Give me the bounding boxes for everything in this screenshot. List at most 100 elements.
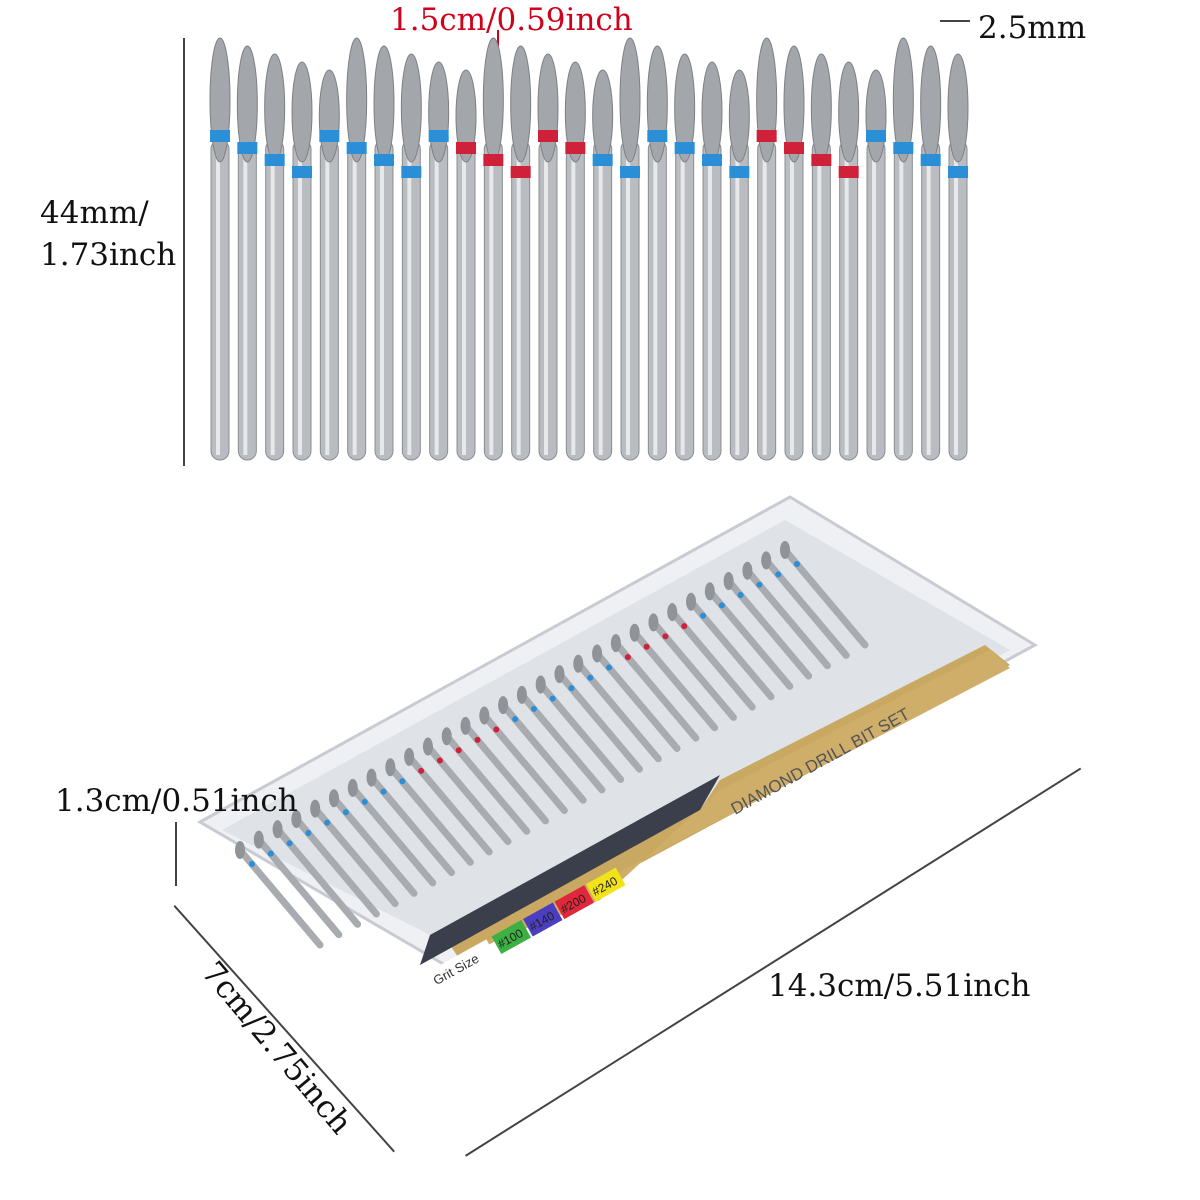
bit-head (564, 61, 586, 163)
box-drill-bit (441, 727, 531, 835)
drill-bit (564, 61, 586, 461)
length-line (183, 38, 185, 466)
box-drill-bit (479, 706, 568, 815)
drill-bit (756, 37, 778, 461)
box-drill-bit (366, 768, 456, 877)
box-drill-bit (610, 634, 700, 742)
color-band (592, 154, 613, 166)
color-band (674, 142, 695, 154)
color-band (784, 142, 804, 154)
bit-head (619, 37, 641, 163)
drill-bit (920, 45, 942, 461)
drill-bit (400, 53, 422, 461)
box-drill-bit (253, 830, 343, 939)
drill-bit (783, 45, 805, 461)
box-drill-bit (516, 685, 606, 794)
color-band (920, 154, 941, 166)
color-band (702, 154, 722, 166)
bit-head (346, 37, 368, 163)
box-height-label: 1.3cm/0.51inch (55, 783, 298, 819)
drill-bit (510, 45, 532, 461)
bit-head (236, 45, 258, 163)
drill-bit (291, 61, 313, 461)
drill-bit (619, 37, 641, 461)
box-drill-bit (385, 758, 474, 866)
box-drill-bit (328, 789, 418, 897)
box-drill-bit (742, 561, 831, 670)
drill-bit (373, 45, 395, 461)
box-drill-bit (723, 572, 813, 680)
drill-bit (537, 53, 559, 461)
box-drill-bit (761, 551, 850, 659)
color-band (428, 130, 449, 142)
box-height-line (175, 822, 177, 886)
box-drill-bit (780, 541, 869, 649)
color-band (756, 130, 777, 142)
color-band (620, 166, 640, 178)
bit-head (728, 69, 750, 163)
color-band (264, 154, 285, 166)
box-drill-bit (648, 613, 737, 721)
color-band (866, 130, 886, 142)
box-drill-bit (422, 737, 512, 846)
box-drill-bit (291, 809, 380, 918)
drill-bit (865, 69, 887, 461)
color-band (292, 166, 312, 178)
drill-bit (728, 69, 750, 461)
drill-bit (209, 37, 231, 461)
box-length-label: 14.3cm/5.51inch (768, 968, 1031, 1004)
box-drill-bit (460, 716, 550, 825)
color-band (811, 154, 832, 166)
color-band (893, 142, 914, 154)
box-drill-bit (535, 675, 625, 783)
drill-bit (646, 45, 668, 461)
bit-length-label-2: 1.73inch (40, 237, 177, 273)
color-band (456, 142, 476, 154)
drill-bit (838, 61, 860, 461)
bit-head (510, 45, 532, 163)
drill-bit (428, 61, 450, 461)
box-gold-panel (470, 650, 1010, 950)
box-drill-bit (686, 592, 775, 701)
bit-head (674, 53, 696, 163)
color-band (948, 166, 968, 178)
box-drill-bit (404, 747, 493, 856)
color-band (729, 166, 750, 178)
bit-head (400, 53, 422, 163)
drill-bit (455, 69, 477, 461)
drill-bit (701, 61, 723, 461)
color-band (483, 154, 504, 166)
bit-head (783, 45, 805, 163)
color-band (237, 142, 258, 154)
color-band (510, 166, 531, 178)
diameter-line (940, 20, 970, 22)
box-drill-bit (235, 841, 324, 949)
bit-head (291, 61, 313, 163)
color-band (210, 130, 230, 142)
box-drill-bit (498, 696, 587, 804)
drill-bit (674, 53, 696, 461)
box-drill-bit (272, 820, 362, 928)
drill-bit (482, 37, 504, 461)
color-band (647, 130, 668, 142)
drill-bit (892, 37, 914, 461)
box-drill-bit (554, 665, 643, 773)
box-dark-label (420, 775, 720, 965)
bit-head (455, 69, 477, 163)
color-band (538, 130, 558, 142)
color-band (401, 166, 422, 178)
bit-head (838, 61, 860, 163)
drill-bit (264, 53, 286, 461)
bit-head (947, 53, 969, 163)
drill-bit (947, 53, 969, 461)
grit-swatch (491, 920, 532, 954)
drill-bit (810, 53, 832, 461)
grit-swatch (586, 867, 626, 902)
box-drill-bit (704, 582, 794, 690)
box-drill-bit (592, 644, 681, 752)
bit-length-label-1: 44mm/ (40, 195, 149, 231)
bit-head (892, 37, 914, 163)
color-band (838, 166, 859, 178)
grit-swatch (523, 902, 563, 937)
